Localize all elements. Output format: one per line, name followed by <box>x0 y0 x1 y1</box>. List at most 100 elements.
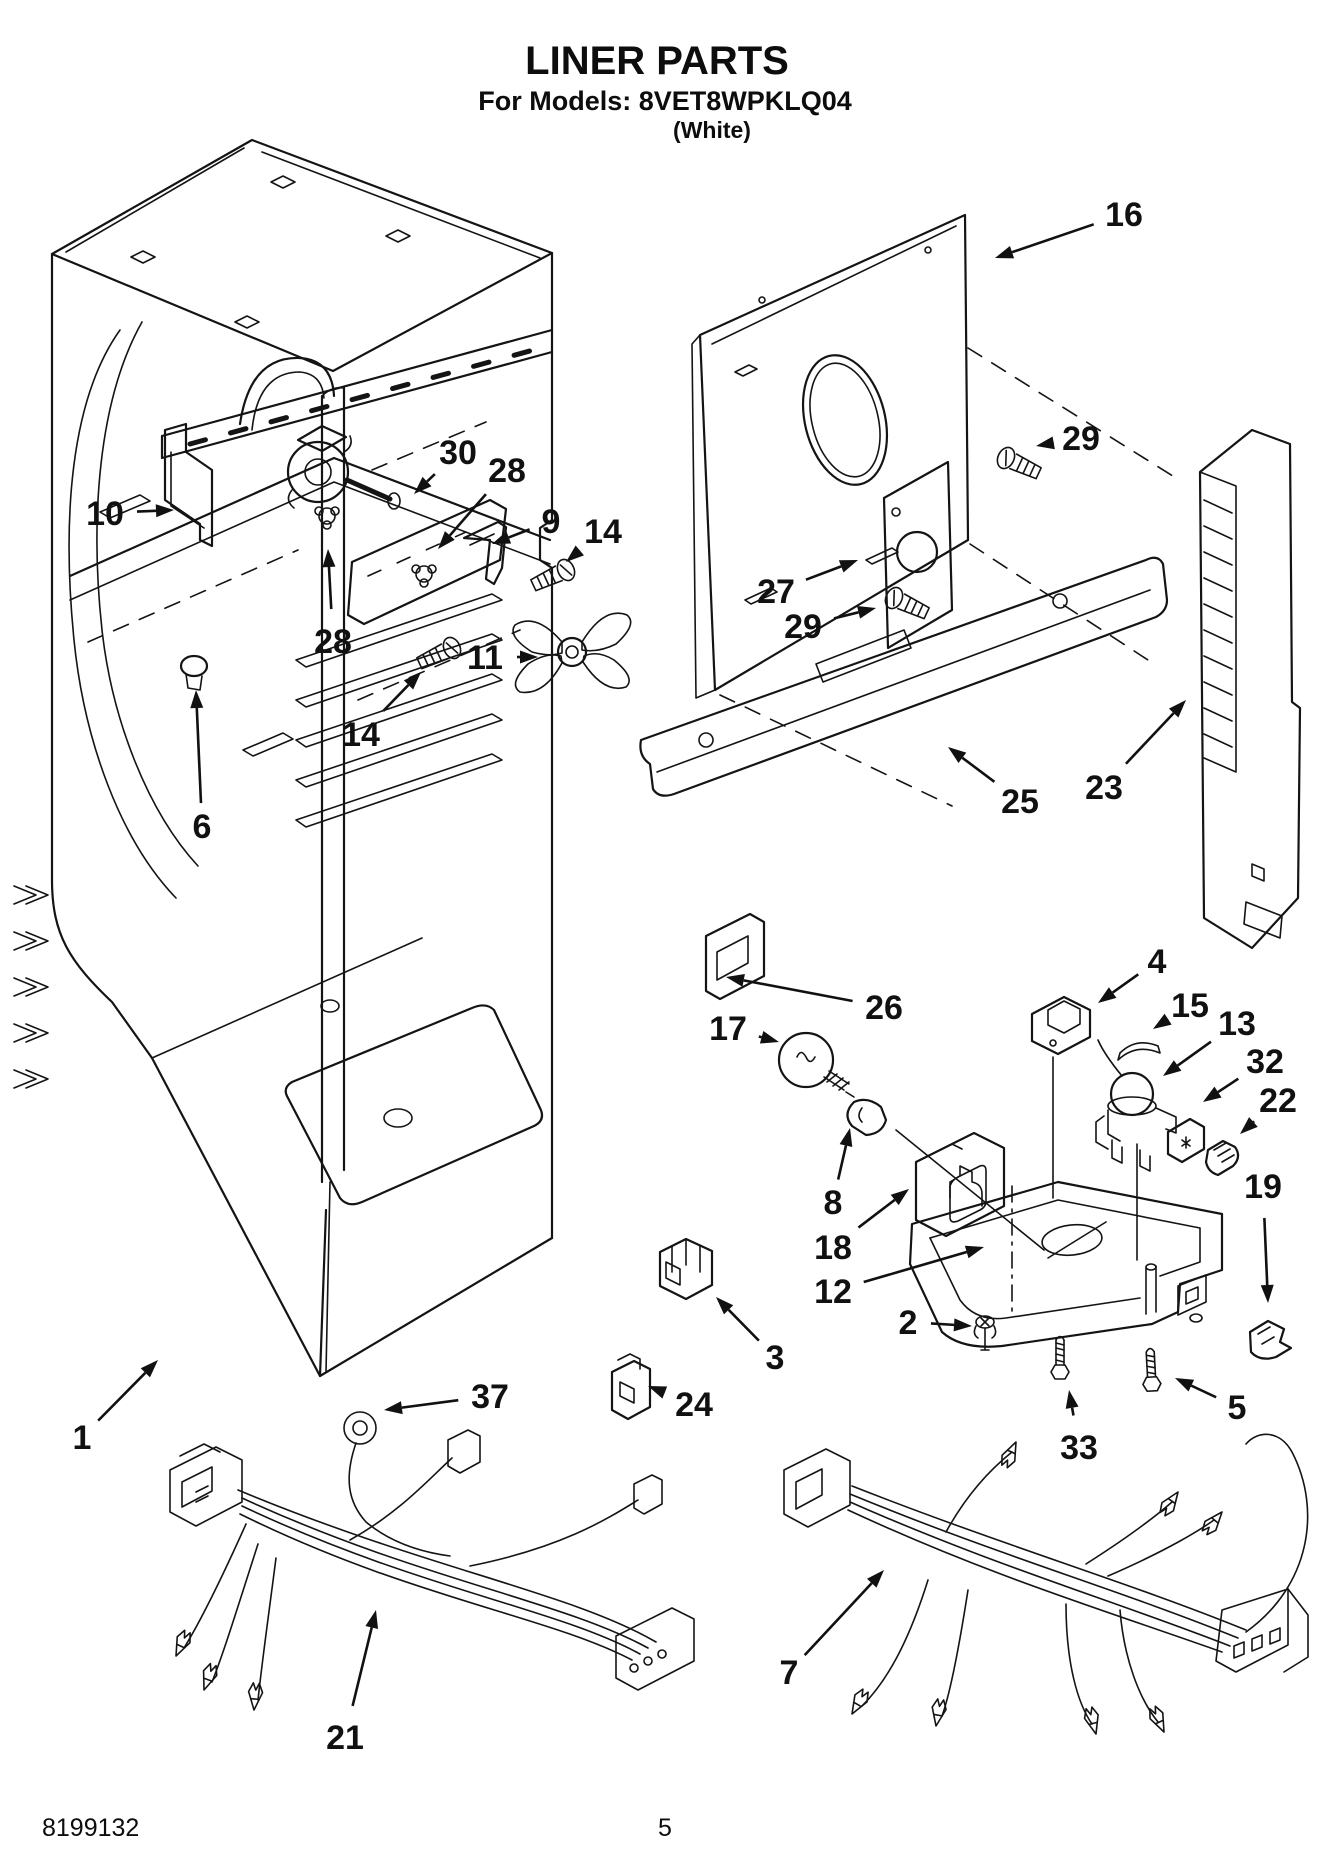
callout-arrow-19 <box>1263 1217 1269 1286</box>
callout-13: 13 <box>1218 1005 1256 1043</box>
callout-arrowhead-7 <box>866 1570 884 1588</box>
callout-arrowhead-17 <box>759 1030 779 1044</box>
callout-25: 25 <box>1001 783 1039 821</box>
callout-arrow-18 <box>857 1198 896 1229</box>
callout-arrowhead-32 <box>1203 1086 1222 1102</box>
callout-arrowhead-19 <box>1260 1284 1274 1303</box>
callout-arrowhead-25 <box>948 747 967 763</box>
callout-arrowhead-37 <box>384 1401 403 1415</box>
callout-arrowhead-11 <box>520 650 538 664</box>
callout-arrowhead-28 <box>438 531 455 549</box>
callout-arrowhead-18 <box>890 1189 909 1206</box>
callout-28: 28 <box>488 452 526 490</box>
callout-17: 17 <box>709 1010 747 1048</box>
callout-30: 30 <box>439 434 477 472</box>
callout-arrow-28 <box>327 566 333 610</box>
control-parts-drawing <box>704 912 1293 1360</box>
callout-arrowhead-28 <box>322 549 336 568</box>
drain-pan-drawing <box>610 1165 1224 1421</box>
evaporator-fan-assembly-drawing <box>179 424 632 694</box>
callout-arrowhead-24 <box>648 1386 668 1399</box>
callout-arrowhead-16 <box>995 246 1015 259</box>
callout-14: 14 <box>584 513 622 551</box>
callout-arrow-28 <box>448 493 487 537</box>
callout-arrow-33 <box>1070 1407 1075 1416</box>
callout-arrow-27 <box>805 565 842 581</box>
callout-arrow-21 <box>351 1627 373 1707</box>
callout-arrowhead-12 <box>964 1245 984 1259</box>
callout-arrow-29 <box>833 611 859 620</box>
callout-12: 12 <box>814 1273 852 1311</box>
callout-16: 16 <box>1105 196 1143 234</box>
callout-18: 18 <box>814 1229 852 1267</box>
callout-arrowhead-1 <box>140 1360 158 1378</box>
callout-22: 22 <box>1259 1082 1297 1120</box>
callout-arrow-17 <box>758 1035 762 1039</box>
callout-arrowhead-14 <box>403 672 421 690</box>
callout-arrowhead-13 <box>1163 1060 1182 1076</box>
callout-arrow-6 <box>195 707 203 804</box>
callout-arrow-2 <box>930 1322 955 1327</box>
wiring-harness-right-drawing <box>783 1433 1309 1737</box>
callout-arrowhead-27 <box>838 560 858 573</box>
rear-panel-drawing <box>691 213 1177 807</box>
wiring-harness-left-drawing <box>168 1411 695 1712</box>
callout-24: 24 <box>675 1386 713 1424</box>
callout-33: 33 <box>1060 1429 1098 1467</box>
callout-arrow-23 <box>1125 712 1175 765</box>
callout-29: 29 <box>784 608 822 646</box>
callout-arrow-8 <box>836 1145 848 1180</box>
callout-6: 6 <box>193 808 212 846</box>
callout-4: 4 <box>1148 943 1167 981</box>
callout-arrowhead-30 <box>414 476 432 494</box>
page-title: LINER PARTS <box>525 39 789 83</box>
callout-arrowhead-14 <box>566 545 584 562</box>
callout-27: 27 <box>757 573 795 611</box>
callout-arrow-37 <box>401 1398 459 1409</box>
callout-7: 7 <box>780 1654 799 1692</box>
callout-arrow-14 <box>382 684 410 712</box>
air-tower-drawing <box>1198 428 1302 950</box>
models-line: For Models: 8VET8WPKLQ04 <box>478 86 852 116</box>
callout-arrow-25 <box>961 756 996 783</box>
callout-arrow-32 <box>1217 1077 1240 1094</box>
callout-layer: 1234567891011121314141516171819212223242… <box>73 196 1297 1757</box>
callout-arrow-9 <box>508 528 531 539</box>
callout-arrow-12 <box>863 1250 968 1284</box>
callout-arrow-10 <box>136 509 157 513</box>
callout-arrowhead-6 <box>190 690 204 709</box>
callout-arrowhead-33 <box>1065 1390 1079 1409</box>
callout-37: 37 <box>471 1378 509 1416</box>
callout-29: 29 <box>1062 420 1100 458</box>
callout-15: 15 <box>1171 987 1209 1025</box>
liner-cabinet-drawing <box>13 138 554 1378</box>
callout-3: 3 <box>766 1339 785 1377</box>
air-duct-cover-drawing <box>639 556 1169 797</box>
footer-document-number: 8199132 <box>42 1814 139 1842</box>
callout-5: 5 <box>1228 1389 1247 1427</box>
callout-9: 9 <box>542 503 561 541</box>
callout-28: 28 <box>314 623 352 661</box>
color-line: (White) <box>673 117 751 143</box>
callout-arrowhead-9 <box>492 531 512 544</box>
callout-arrowhead-15 <box>1153 1013 1172 1029</box>
callout-arrowhead-22 <box>1240 1117 1258 1134</box>
callout-10: 10 <box>86 495 124 533</box>
callout-19: 19 <box>1244 1168 1282 1206</box>
callout-arrowhead-21 <box>365 1610 379 1630</box>
callout-arrow-7 <box>803 1582 873 1657</box>
callout-arrow-13 <box>1176 1040 1212 1067</box>
callout-1: 1 <box>73 1419 92 1457</box>
callout-arrowhead-2 <box>953 1318 972 1332</box>
callout-2: 2 <box>899 1304 918 1342</box>
callout-arrowhead-5 <box>1175 1378 1195 1392</box>
callout-arrowhead-4 <box>1098 987 1117 1003</box>
callout-8: 8 <box>824 1184 843 1222</box>
callout-arrow-4 <box>1111 973 1140 994</box>
callout-arrowhead-29 <box>1036 436 1055 450</box>
callout-23: 23 <box>1085 769 1123 807</box>
callout-arrowhead-8 <box>839 1128 853 1147</box>
callout-arrowhead-10 <box>155 504 174 518</box>
